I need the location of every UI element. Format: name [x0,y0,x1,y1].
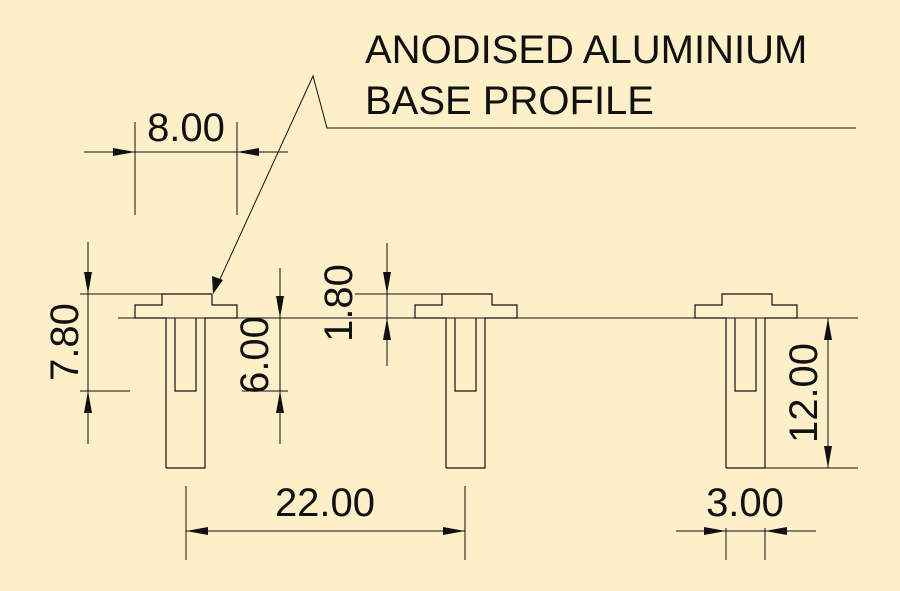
dim-slot-depth [765,318,858,469]
dim-label-stem-depth: 6.00 [233,316,277,394]
dim-stem-width [676,527,816,560]
note-line-2: BASE PROFILE [365,79,654,123]
dim-flange-width [84,122,288,215]
note-line-1: ANODISED ALUMINIUM [365,28,807,72]
dim-profile-spacing [185,486,466,560]
profile-2 [414,293,518,469]
dim-overall-height [80,242,162,444]
leader-line [214,74,856,291]
dim-label-cap-height: 1.80 [317,264,361,342]
dim-label-stem-width: 3.00 [706,481,784,525]
dim-stem-depth [242,268,288,444]
profile-1 [134,293,238,469]
dim-label-flange-width: 8.00 [147,106,225,150]
dim-label-overall-height: 7.80 [43,303,87,381]
dim-cap-height [355,243,442,366]
leader-arrowhead [212,276,223,294]
dim-label-slot-depth: 12.00 [782,343,826,443]
dim-label-profile-spacing: 22.00 [275,481,375,525]
profile-3 [694,293,798,469]
